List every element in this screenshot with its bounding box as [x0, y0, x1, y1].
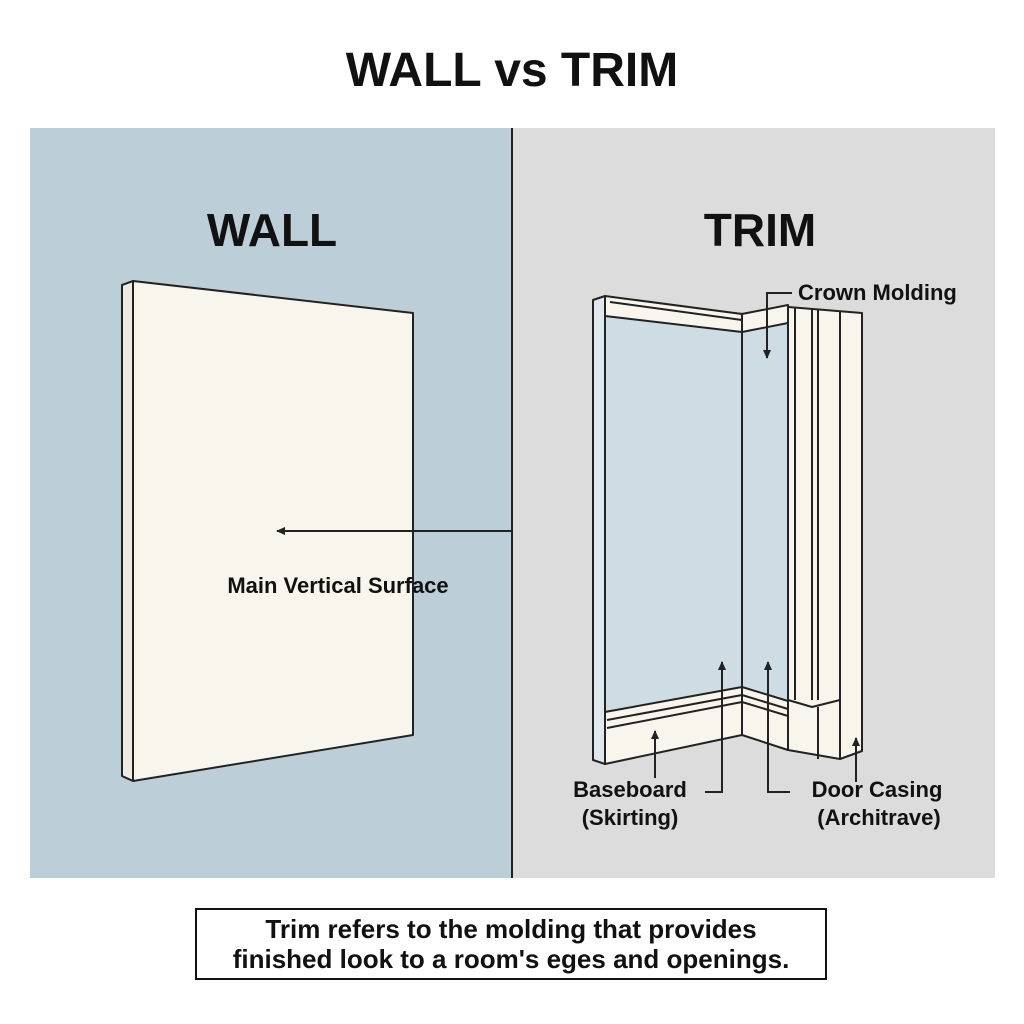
- skirting-label: (Skirting): [582, 805, 679, 830]
- door-casing-label: Door Casing: [812, 777, 943, 802]
- caption-line-2: finished look to a room's eges and openi…: [232, 944, 790, 974]
- casing-arrow-long: [764, 661, 790, 793]
- page-title: WALL vs TRIM: [346, 44, 678, 97]
- wall-slab-illustration: [121, 280, 414, 782]
- door-casing: [787, 306, 863, 760]
- caption-box: Trim refers to the molding that provides…: [195, 908, 827, 980]
- baseboard-label: Baseboard: [573, 777, 687, 802]
- trim-illustration: [592, 295, 863, 765]
- architrave-label: (Architrave): [817, 805, 940, 830]
- wall-edge: [592, 295, 606, 765]
- trim-heading: TRIM: [704, 204, 816, 256]
- room-wall-right: [741, 305, 789, 703]
- wall-heading: WALL: [207, 204, 337, 256]
- crown-molding-label: Crown Molding: [798, 280, 957, 305]
- trim-callout-lines: [651, 292, 860, 793]
- baseboard-arrow-long: [705, 661, 726, 793]
- crown-arrow: [763, 292, 792, 359]
- caption-line-1: Trim refers to the molding that provides: [265, 914, 757, 944]
- wall-label: Main Vertical Surface: [227, 573, 448, 598]
- room-wall-left: [604, 299, 743, 713]
